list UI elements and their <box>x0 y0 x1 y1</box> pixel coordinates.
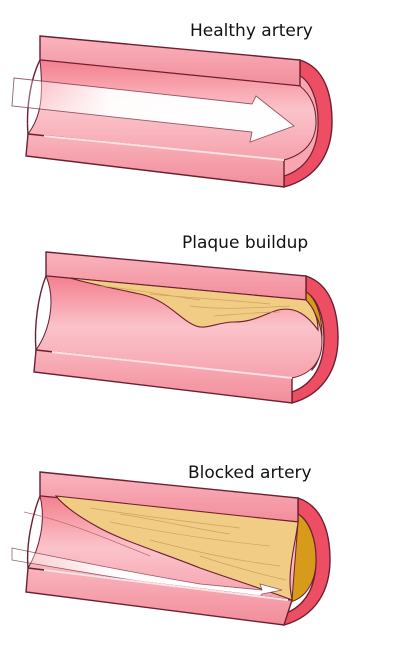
healthy-lining-line <box>43 135 285 161</box>
plaque-left-edge <box>34 275 47 351</box>
plaque-texture <box>99 285 291 317</box>
blocked-lining-line <box>43 569 289 601</box>
panel-title-plaque: Plaque buildup <box>182 233 308 253</box>
blocked-fibrous-line <box>23 511 151 557</box>
blocked-flow-arrow <box>11 547 283 597</box>
panel-blocked-artery: Blocked artery <box>11 463 331 626</box>
blocked-plaque-deposit <box>54 495 299 601</box>
plaque-deposit <box>69 277 319 332</box>
panel-plaque-buildup: Plaque buildup <box>33 233 339 404</box>
panel-title-blocked: Blocked artery <box>188 463 312 483</box>
plaque-lining-line <box>51 351 293 379</box>
panel-healthy-artery: Healthy artery <box>11 21 333 188</box>
blocked-left-edge <box>26 495 41 569</box>
healthy-flow-arrow <box>11 77 295 143</box>
blocked-plaque-texture <box>89 507 287 581</box>
panel-title-healthy: Healthy artery <box>190 21 313 41</box>
